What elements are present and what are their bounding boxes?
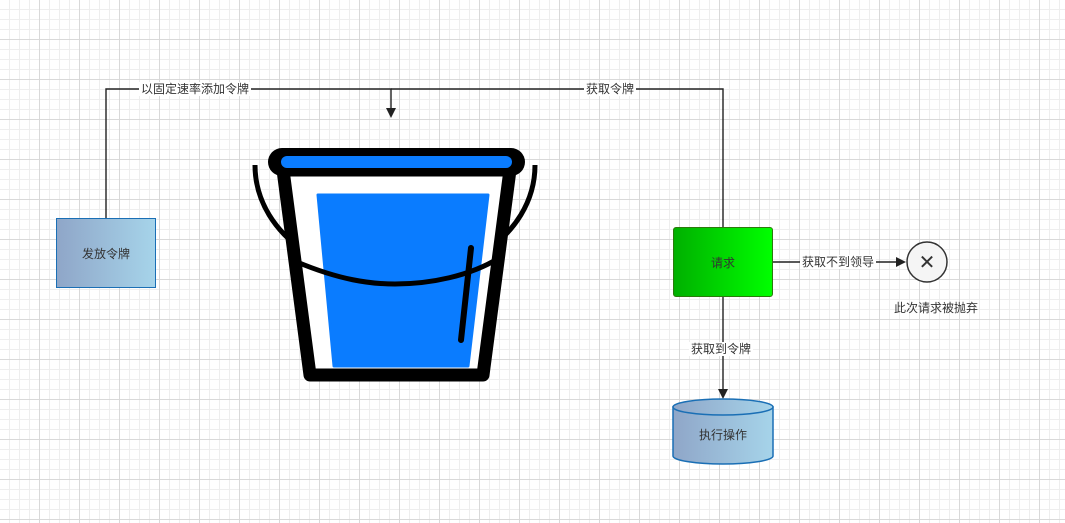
bucket-handle-front	[296, 255, 501, 287]
execute-cylinder[interactable]	[672, 398, 774, 465]
bucket-icon	[252, 148, 538, 382]
edge-label-add-tokens: 以固定速率添加令牌	[139, 82, 252, 96]
edge-label-got-token: 获取到令牌	[689, 342, 754, 356]
reject-circle[interactable]	[906, 241, 948, 283]
cylinder-body	[672, 406, 774, 465]
issue-token-box[interactable]: 发放令牌	[56, 218, 156, 288]
edge-get-token[interactable]	[391, 88, 724, 227]
bucket-rim-inner	[281, 156, 512, 168]
cylinder-top	[672, 398, 774, 416]
issue-token-label: 发放令牌	[81, 246, 130, 261]
request-label: 请求	[710, 255, 735, 270]
arrowhead-no-token	[896, 257, 906, 267]
edge-label-get-token: 获取令牌	[584, 82, 637, 96]
close-icon: ✕	[918, 250, 936, 274]
arrowhead-add-tokens	[386, 108, 396, 118]
bucket-highlight	[458, 245, 474, 343]
discard-note: 此次请求被抛弃	[894, 301, 979, 315]
bucket-water	[316, 193, 490, 368]
request-box[interactable]: 请求	[673, 227, 773, 297]
execute-label: 执行操作	[698, 428, 747, 442]
edge-label-no-token: 获取不到领导	[800, 255, 877, 269]
arrowhead-got-token	[718, 389, 728, 399]
